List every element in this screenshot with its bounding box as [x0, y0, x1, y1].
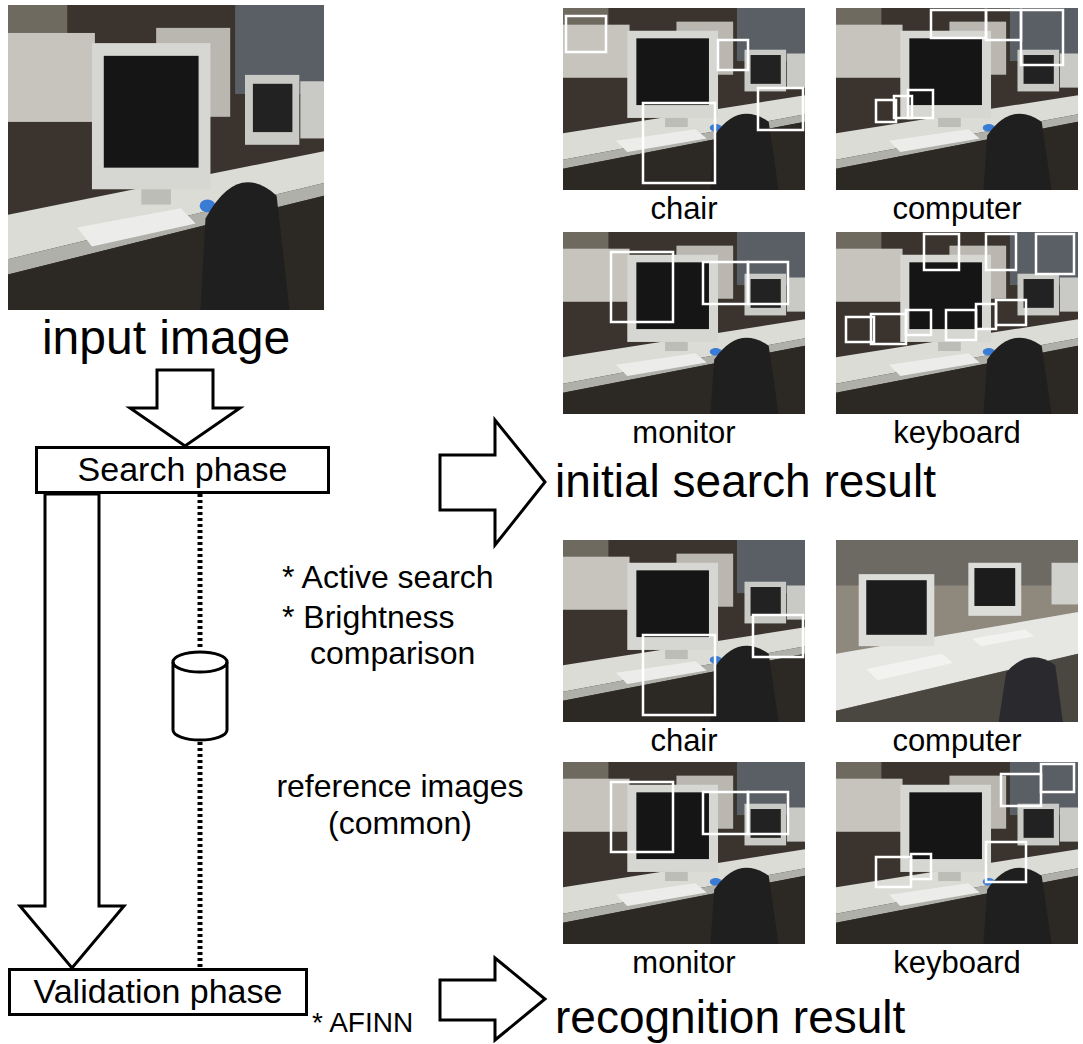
database-cylinder: reference images (common) — [170, 650, 230, 742]
detection-box — [986, 234, 1016, 270]
caption-text: computer — [892, 724, 1021, 758]
detection-box — [924, 234, 959, 270]
detection-box — [643, 635, 715, 715]
block-arrow — [20, 494, 124, 968]
process-box: Validation phase — [8, 968, 308, 1016]
detection-box — [931, 10, 986, 38]
result-thumbnail: monitor — [563, 762, 805, 980]
method-note: * Active search — [282, 560, 494, 596]
detection-box — [946, 310, 976, 340]
caption-text: computer — [892, 192, 1021, 226]
thumbnail-photo — [563, 232, 805, 414]
process-box: Search phase — [35, 446, 330, 494]
block-arrow — [440, 958, 545, 1040]
detection-box — [871, 314, 906, 344]
method-note: * Brightness comparison — [282, 600, 522, 672]
detection-box — [703, 792, 748, 834]
thumbnail-photo — [836, 232, 1078, 414]
detection-boxes — [566, 10, 1074, 887]
caption-text: keyboard — [893, 946, 1021, 980]
caption-text: monitor — [632, 416, 735, 450]
detection-box — [908, 90, 933, 118]
caption-text: monitor — [632, 946, 735, 980]
detection-box — [906, 310, 931, 335]
caption-text: input image — [42, 312, 290, 365]
detection-box — [753, 615, 803, 657]
dotted-link — [198, 742, 203, 968]
process-label: Search phase — [78, 451, 288, 488]
detection-box — [876, 857, 911, 887]
detection-box — [566, 16, 606, 52]
result-thumbnail: computer — [836, 8, 1078, 226]
thumbnail-photo — [563, 8, 805, 190]
detection-box — [911, 854, 931, 879]
result-thumbnail: keyboard — [836, 232, 1078, 450]
caption-text: chair — [650, 724, 717, 758]
thumbnail-photo — [563, 762, 805, 944]
detection-box — [718, 40, 748, 70]
cylinder-body — [173, 652, 227, 740]
block-arrow — [440, 420, 545, 545]
detection-box — [1041, 764, 1074, 792]
detection-box — [894, 96, 912, 118]
result-heading: recognition result — [555, 994, 905, 1040]
result-thumbnail: keyboard — [836, 762, 1078, 980]
detection-box — [643, 103, 715, 183]
method-note: * AFINN — [312, 1008, 413, 1037]
process-label: Validation phase — [34, 973, 283, 1010]
cylinder-rim — [173, 662, 227, 672]
result-heading: initial search result — [555, 456, 936, 508]
thumbnail-photo — [836, 762, 1078, 944]
detection-box — [611, 782, 673, 852]
detection-box — [703, 262, 748, 304]
detection-box — [976, 304, 996, 329]
result-thumbnail: computer — [836, 540, 1078, 758]
input-photo-frame: input image — [8, 5, 324, 365]
detection-box — [758, 88, 803, 130]
caption-text: keyboard — [893, 416, 1021, 450]
caption-text: reference images (common) — [250, 768, 550, 842]
input-photo — [8, 5, 324, 310]
detection-box — [986, 842, 1026, 882]
detection-box — [1021, 10, 1063, 65]
caption-text: chair — [650, 192, 717, 226]
detection-box — [611, 252, 673, 322]
thumbnail-photo — [836, 8, 1078, 190]
detection-box — [996, 300, 1026, 325]
detection-box — [748, 792, 788, 834]
thumbnail-photo — [563, 540, 805, 722]
detection-box — [1036, 234, 1074, 274]
result-thumbnail: chair — [563, 8, 805, 226]
detection-box — [748, 262, 788, 304]
detection-box — [1001, 774, 1041, 806]
result-thumbnail: chair — [563, 540, 805, 758]
dotted-link — [198, 494, 203, 650]
detection-box — [986, 10, 1021, 40]
result-thumbnail: monitor — [563, 232, 805, 450]
thumbnail-photo — [836, 540, 1078, 722]
cylinder-outline — [170, 650, 230, 742]
block-arrow — [130, 370, 240, 446]
